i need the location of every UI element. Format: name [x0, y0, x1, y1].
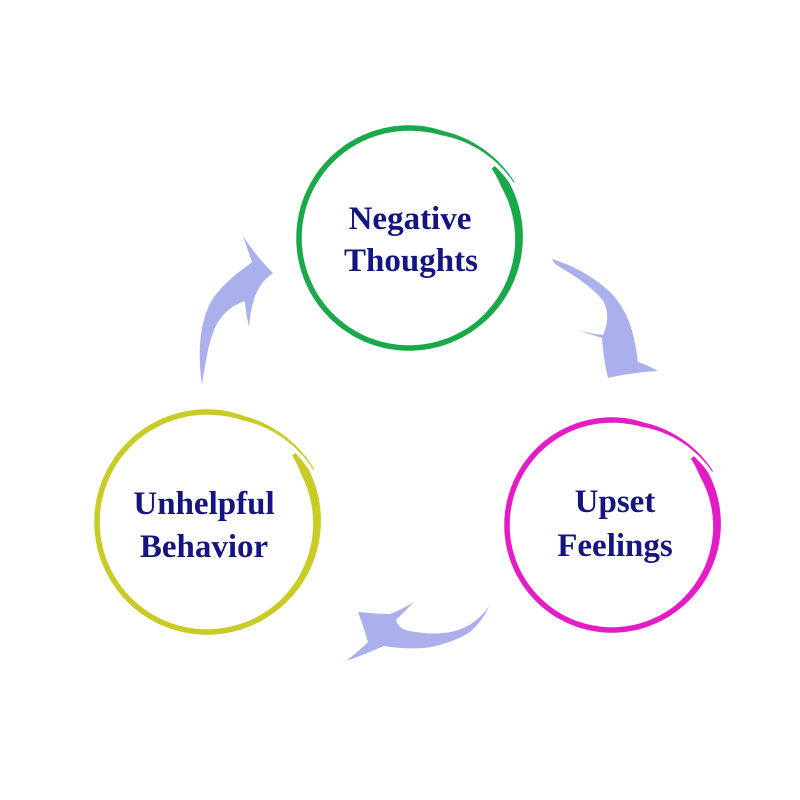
ring-negative-thoughts: [296, 125, 523, 351]
node-label-feelings: Feelings: [557, 528, 673, 564]
node-label-unhelpful: Unhelpful: [133, 486, 274, 522]
node-label-behavior: Behavior: [140, 529, 268, 565]
arrow-behavior-to-thoughts: [199, 236, 273, 385]
ring-unhelpful-behavior: [94, 409, 321, 635]
node-label-thoughts: Thoughts: [344, 243, 478, 279]
arrow-thoughts-to-feelings: [552, 259, 658, 378]
arrow-feelings-to-behavior: [346, 602, 489, 661]
node-label-upset: Upset: [575, 484, 656, 520]
node-label-negative: Negative: [349, 201, 472, 237]
ring-upset-feelings: [504, 417, 721, 633]
